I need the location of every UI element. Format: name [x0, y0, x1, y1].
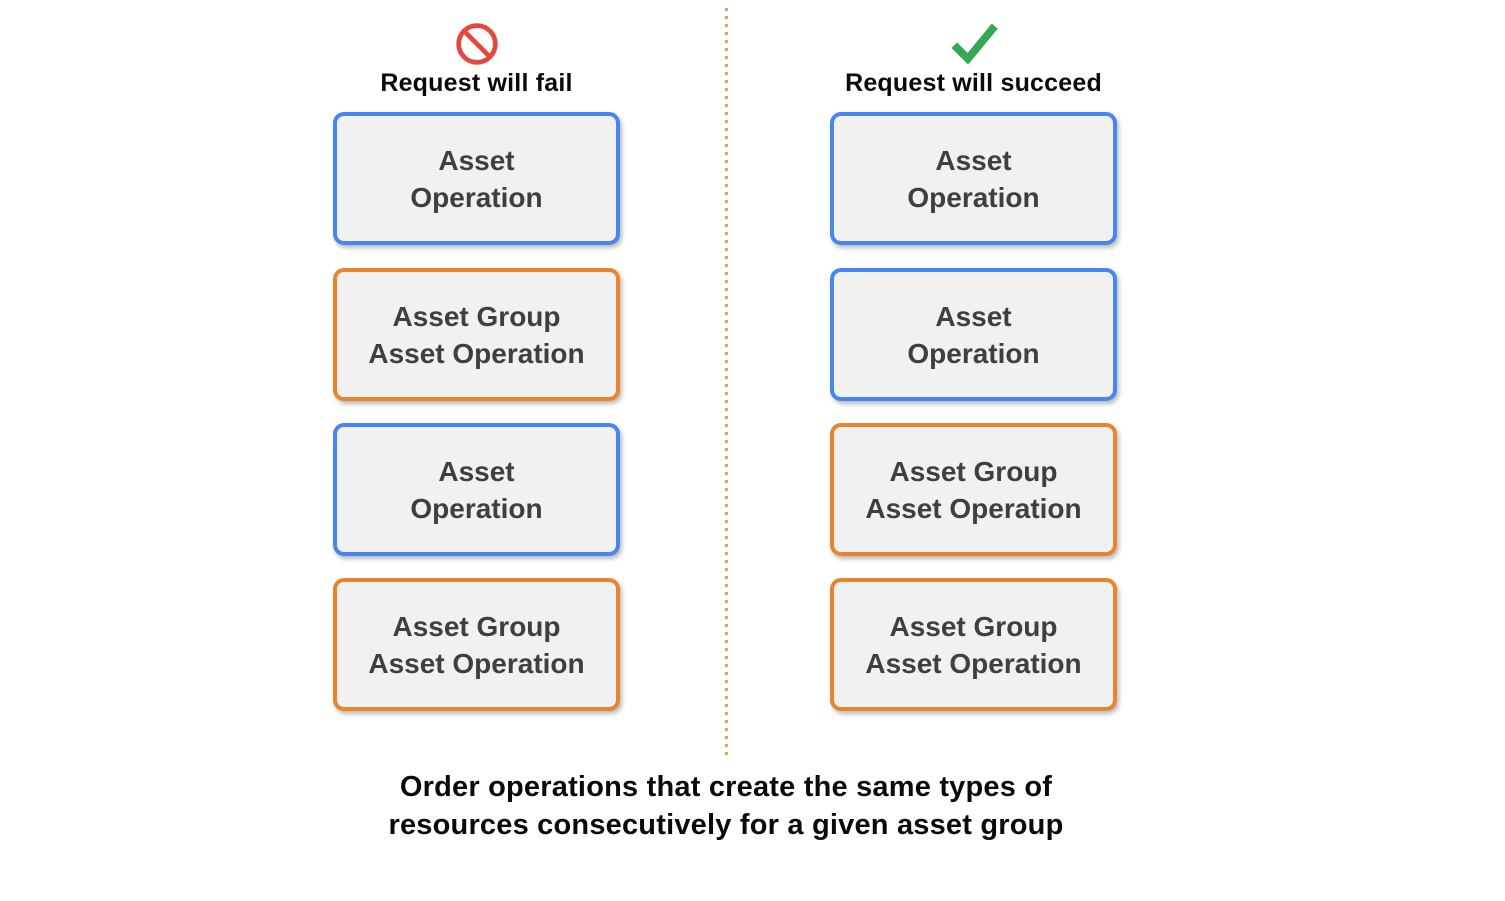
caption-line: resources consecutively for a given asse… — [388, 809, 1064, 841]
box-label-line: Asset — [438, 144, 515, 176]
flow-box: Asset Operation — [333, 423, 620, 556]
box-label-line: Asset Group — [889, 610, 1058, 642]
box-label-line: Asset Operation — [368, 337, 585, 369]
flow-box: Asset Group Asset Operation — [830, 578, 1117, 711]
check-icon — [830, 20, 1117, 68]
fail-column-title: Request will fail — [380, 69, 573, 97]
box-label-line: Asset Group — [392, 300, 561, 332]
flow-box: Asset Group Asset Operation — [333, 268, 620, 401]
box-label-line: Asset Group — [889, 455, 1058, 487]
box-label-line: Asset Operation — [368, 647, 585, 679]
flow-box: Asset Group Asset Operation — [830, 423, 1117, 556]
flow-box: Asset Operation — [830, 268, 1117, 401]
caption-line: Order operations that create the same ty… — [399, 771, 1053, 803]
box-label-line: Asset Operation — [865, 492, 1082, 524]
dotted-divider — [725, 8, 728, 760]
box-label-line: Operation — [907, 337, 1040, 369]
flow-box: Asset Operation — [333, 112, 620, 245]
box-label-line: Operation — [410, 492, 543, 524]
box-label-line: Operation — [410, 181, 543, 213]
fail-column-header: Request will fail — [333, 20, 620, 97]
diagram-caption: Order operations that create the same ty… — [0, 768, 1452, 844]
box-label-line: Asset — [438, 455, 515, 487]
fail-column-boxes: Asset Operation Asset Group Asset Operat… — [333, 112, 620, 712]
succeed-column-title: Request will succeed — [845, 69, 1102, 97]
box-label-line: Asset — [935, 300, 1012, 332]
flow-box: Asset Group Asset Operation — [333, 578, 620, 711]
box-label-line: Asset — [935, 144, 1012, 176]
box-label-line: Asset Operation — [865, 647, 1082, 679]
box-label-line: Asset Group — [392, 610, 561, 642]
flow-box: Asset Operation — [830, 112, 1117, 245]
prohibition-icon — [333, 20, 620, 68]
succeed-column-header: Request will succeed — [830, 20, 1117, 97]
succeed-column-boxes: Asset Operation Asset Operation Asset Gr… — [830, 112, 1117, 712]
box-label-line: Operation — [907, 181, 1040, 213]
